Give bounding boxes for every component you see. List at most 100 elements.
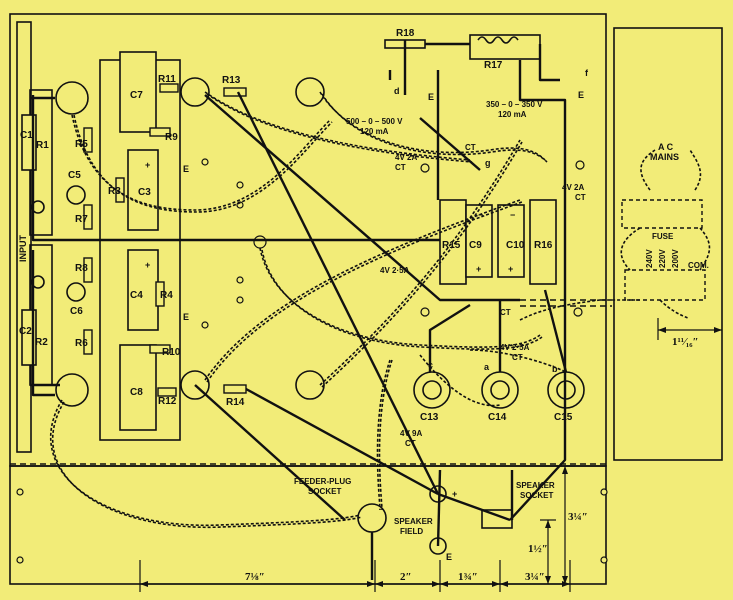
label-c9: C9 <box>469 240 482 251</box>
label-r3: R3 <box>108 186 121 197</box>
valve-socket-v3 <box>180 77 210 107</box>
label-r4: R4 <box>160 290 173 301</box>
v200-label: 200V <box>671 249 680 268</box>
dimension-1: 7⅛″ <box>245 571 265 583</box>
capacitor-c8 <box>119 344 157 431</box>
ac-mains-label-2: MAINS <box>650 152 679 162</box>
v220-label: 220V <box>658 249 667 268</box>
minus-mark-1: − <box>478 210 483 220</box>
dimension-4: 3¼″ <box>525 571 545 583</box>
label-c10: C10 <box>506 240 525 251</box>
speaker-socket-label-1: SPEAKER <box>516 481 555 490</box>
label-c14: C14 <box>488 412 507 423</box>
label-r13: R13 <box>222 75 241 86</box>
com-label: COM. <box>688 261 709 270</box>
ac-mains-label-1: A C <box>658 142 674 152</box>
label-r5: R5 <box>75 139 88 150</box>
label-c1: C1 <box>20 130 33 141</box>
letter-b: b <box>552 364 558 374</box>
ct-label-3: CT <box>575 193 586 202</box>
minus-mark-2: − <box>510 210 515 220</box>
letter-d: d <box>394 86 400 96</box>
valve-socket-v2 <box>55 373 89 407</box>
label-r2: R2 <box>35 337 48 348</box>
label-r6: R6 <box>75 338 88 349</box>
label-c4: C4 <box>130 290 143 301</box>
fuse-label: FUSE <box>652 232 674 241</box>
v240-label: 240V <box>645 249 654 268</box>
dimension-5: 3¼″ <box>568 511 588 523</box>
fil-4v2a-right: 4V 2A <box>562 183 584 192</box>
speaker-field-label-1: SPEAKER <box>394 517 433 526</box>
ct-label-6: CT <box>405 439 416 448</box>
fil-4v2a-left: 4V 2A <box>395 153 417 162</box>
label-c7: C7 <box>130 90 143 101</box>
side-panel <box>613 27 723 461</box>
speaker-socket-label-2: SOCKET <box>520 491 553 500</box>
label-c6: C6 <box>70 306 83 317</box>
hv2-label-2: 120 mA <box>498 110 527 119</box>
label-r12: R12 <box>158 396 177 407</box>
hv2-label-1: 350 – 0 – 350 V <box>486 100 543 109</box>
ct-label-1: CT <box>465 143 476 152</box>
dimension-6: 1½″ <box>528 543 548 555</box>
fil-4v9a: 4V 9A <box>400 429 422 438</box>
label-c3: C3 <box>138 187 151 198</box>
dimension-2: 2″ <box>400 571 412 583</box>
speaker-field-label-2: FIELD <box>400 527 423 536</box>
valve-socket-v5 <box>295 77 325 107</box>
plus-mark-3: + <box>145 260 150 270</box>
label-r10: R10 <box>162 347 181 358</box>
label-r18: R18 <box>396 28 415 39</box>
hv1-label-2: 120 mA <box>360 127 389 136</box>
capacitor-c10 <box>497 204 525 278</box>
label-r14: R14 <box>226 397 245 408</box>
dimension-3: 1¾″ <box>458 571 478 583</box>
letter-f: f <box>585 68 589 78</box>
valve-socket-v6 <box>295 370 325 400</box>
label-c5: C5 <box>68 170 81 181</box>
ct-label-4: CT <box>500 308 511 317</box>
plus-mark-2: + <box>145 160 150 170</box>
resistor-r17 <box>469 34 541 60</box>
input-strip <box>16 21 32 453</box>
plus-mark-4: + <box>476 264 481 274</box>
feeder-plug-socket <box>357 503 387 533</box>
input-label: INPUT <box>18 234 28 262</box>
label-r1: R1 <box>36 140 49 151</box>
letter-g: g <box>485 158 491 168</box>
valve-socket-v1 <box>55 81 89 115</box>
feeder-label-1: FEEDER-PLUG <box>294 477 351 486</box>
label-c2: C2 <box>19 326 32 337</box>
hv1-label-1: 500 – 0 – 500 V <box>346 117 403 126</box>
ct-label-5: CT <box>512 353 523 362</box>
label-r7: R7 <box>75 214 88 225</box>
label-r8: R8 <box>75 263 88 274</box>
label-c13: C13 <box>420 412 439 423</box>
letter-a: a <box>484 362 490 372</box>
label-r9: R9 <box>165 132 178 143</box>
earth-mark-1: E <box>183 164 189 174</box>
label-c8: C8 <box>130 387 143 398</box>
earth-mark-3: E <box>428 92 434 102</box>
capacitor-c3 <box>127 149 159 231</box>
feeder-label-2: SOCKET <box>308 487 341 496</box>
earth-mark-5: E <box>446 552 452 562</box>
letter-c: c <box>428 360 433 370</box>
resistor-r16 <box>529 199 557 285</box>
earth-mark-4: E <box>578 90 584 100</box>
label-r15: R15 <box>442 240 461 251</box>
dimension-7: 1¹¹⁄₁₆″ <box>672 336 699 348</box>
plus-mark-5: + <box>508 264 513 274</box>
earth-mark-2: E <box>183 312 189 322</box>
label-r17: R17 <box>484 60 503 71</box>
fuse-holder <box>621 199 703 229</box>
fil-4v25a-lower: 4V 2·5A <box>500 343 530 352</box>
ct-label-2: CT <box>395 163 406 172</box>
voltage-selector <box>624 269 706 301</box>
label-c15: C15 <box>554 412 573 423</box>
label-r16: R16 <box>534 240 553 251</box>
plus-mark-1: + <box>452 489 457 499</box>
